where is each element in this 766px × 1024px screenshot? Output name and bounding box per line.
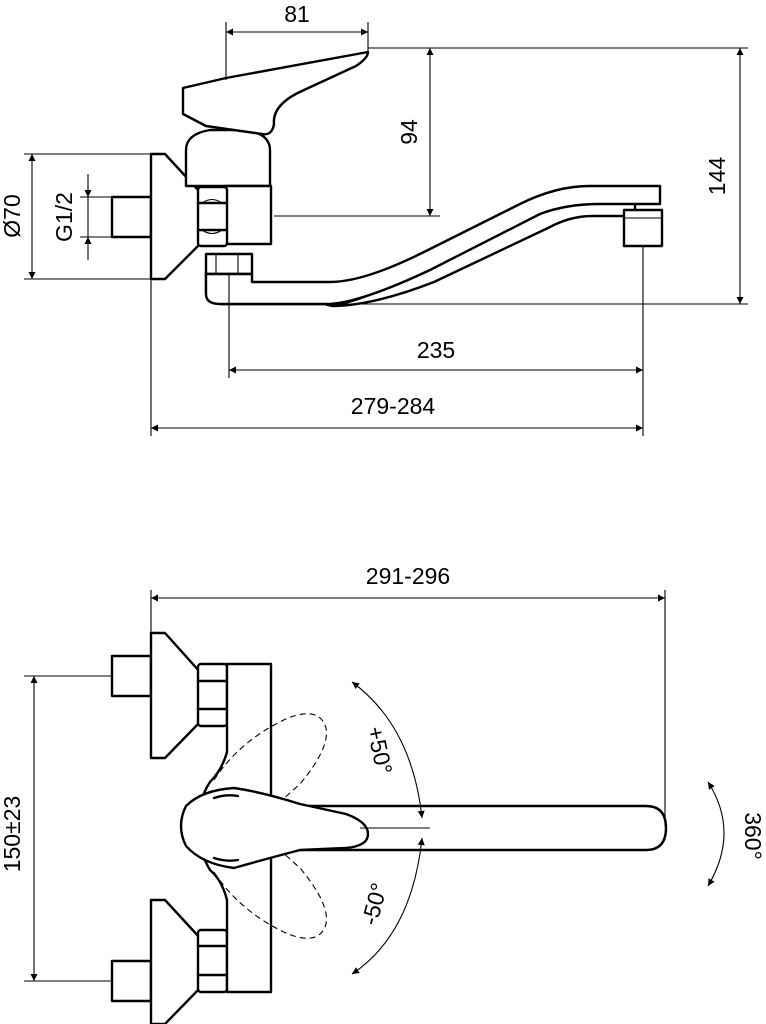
side-mixer-body xyxy=(184,128,272,188)
dim-spout-reach-label: 235 xyxy=(417,337,455,363)
top-lever-handle xyxy=(179,786,370,870)
angle-plus-label: +50° xyxy=(362,724,397,777)
spout-rotation-label: 360° xyxy=(740,812,766,860)
dim-flange-diameter-label: Ø70 xyxy=(0,194,25,237)
dim-total-length-label: 279-284 xyxy=(351,393,436,419)
top-wall-flange-lower xyxy=(149,898,202,1024)
top-view: 291-296 150±23 +50° -50° 360° xyxy=(0,563,766,1024)
side-spout-collar xyxy=(204,252,254,276)
top-hex-nut-upper xyxy=(196,662,229,728)
dim-inlet-centers-label: 150±23 xyxy=(0,796,25,873)
top-wall-flange-upper xyxy=(149,631,202,760)
angle-arc-minus xyxy=(351,837,425,975)
top-inlet-pipe-upper xyxy=(110,654,153,698)
side-inlet-pipe xyxy=(110,195,153,239)
dim-top-length-label: 291-296 xyxy=(366,563,450,589)
side-lever-handle xyxy=(181,50,370,136)
side-view: 81 94 144 Ø70 G1/2 235 279-284 xyxy=(0,1,748,436)
side-body-block xyxy=(224,184,273,246)
top-lever-ghost-lower xyxy=(213,833,328,939)
angle-arc-plus xyxy=(351,681,425,819)
angle-minus-label: -50° xyxy=(356,880,392,928)
dim-total-height-label: 144 xyxy=(704,157,730,196)
spout-rotation-arc xyxy=(707,781,725,887)
top-inlet-pipe-lower xyxy=(110,959,153,1003)
dim-thread-label: G1/2 xyxy=(51,192,77,242)
side-aerator xyxy=(622,208,664,248)
dim-lever-width-label: 81 xyxy=(284,1,310,27)
top-lever-ghost-upper xyxy=(213,713,328,819)
top-hex-nut-lower xyxy=(196,928,229,994)
dim-lever-height-label: 94 xyxy=(396,119,422,145)
side-hex-nut xyxy=(196,185,229,248)
